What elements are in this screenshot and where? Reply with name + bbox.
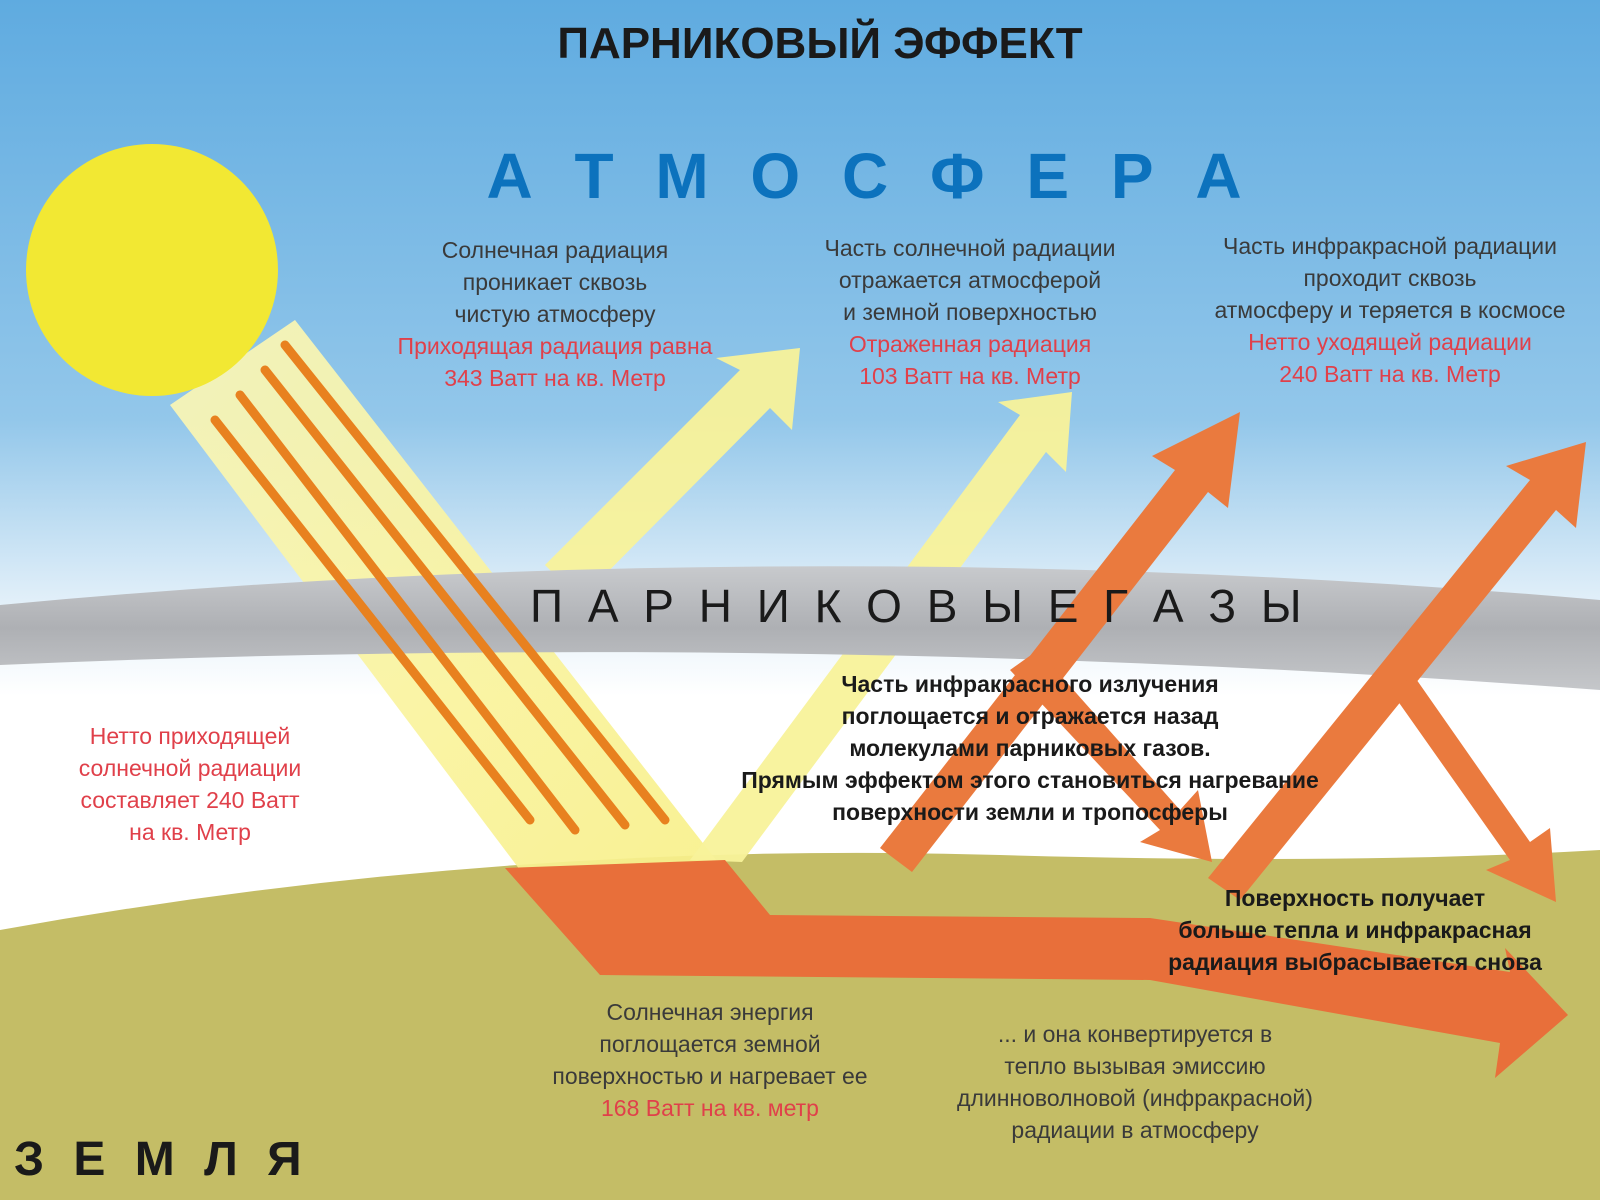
reflected-line-1: Часть солнечной радиации (824, 235, 1116, 261)
solar-ray (260, 365, 630, 830)
solar-ray (280, 340, 670, 825)
gases-line-1: Часть инфракрасного излучения (841, 671, 1219, 697)
gases-line-2: поглощается и отражается назад (841, 703, 1219, 729)
outgoing-line-1: Часть инфракрасной радиации (1223, 233, 1557, 259)
net-incoming-line-3: составляет 240 Ватт (80, 787, 300, 813)
absorbed-surface-line-2: поглощается земной (599, 1031, 821, 1057)
surface-heat-text: Поверхность получает больше тепла и инфр… (1130, 882, 1580, 978)
converted-line-2: тепло вызывая эмиссию (1004, 1053, 1266, 1079)
reflected-value-line-2: 103 Ватт на кв. Метр (859, 363, 1081, 389)
solar-rays (210, 340, 670, 835)
gases-line-3: молекулами парниковых газов. (849, 735, 1211, 761)
incoming-value-line-2: 343 Ватт на кв. Метр (444, 365, 666, 391)
earth-label: З Е М Л Я (14, 1133, 310, 1186)
absorbed-surface-line-3: поверхностью и нагревает ее (552, 1063, 868, 1089)
infrared-arrow-up-1 (880, 412, 1240, 872)
net-incoming-line-2: солнечной радиации (78, 755, 302, 781)
reflected-value-line-1: Отраженная радиация (848, 331, 1092, 357)
greenhouse-gases-label: П А Р Н И К О В Ы Е Г А З Ы (530, 580, 1308, 632)
infrared-arrow-up-2 (1208, 442, 1586, 900)
surface-heat-line-3: радиация выбрасывается снова (1168, 949, 1542, 975)
absorbed-surface-line-1: Солнечная энергия (606, 999, 814, 1025)
converted-text: ... и она конвертируется в тепло вызывая… (935, 1018, 1335, 1146)
sun-icon (26, 144, 278, 396)
reflected-radiation-text: Часть солнечной радиации отражается атмо… (760, 232, 1180, 392)
reflected-arrow-1 (545, 348, 800, 600)
page-title: ПАРНИКОВЫЙ ЭФФЕКТ (557, 19, 1083, 68)
outgoing-value-line-1: Нетто уходящей радиации (1248, 329, 1532, 355)
converted-line-3: длинноволновой (инфракрасной) (957, 1085, 1313, 1111)
solar-ray (210, 415, 535, 825)
incoming-value-line-1: Приходящая радиация равна (397, 333, 713, 359)
atmosphere-label: А Т М О С Ф Е Р А (486, 140, 1254, 212)
absorbed-surface-text: Солнечная энергия поглощается земной пов… (525, 996, 895, 1124)
incoming-line-1: Солнечная радиация (441, 237, 669, 263)
net-incoming-text: Нетто приходящей солнечной радиации сост… (30, 720, 350, 848)
outgoing-value-line-2: 240 Ватт на кв. Метр (1279, 361, 1501, 387)
outgoing-line-2: проходит сквозь (1303, 265, 1477, 291)
outgoing-radiation-text: Часть инфракрасной радиации проходит скв… (1180, 230, 1600, 390)
net-incoming-line-4: на кв. Метр (129, 819, 251, 845)
outgoing-line-3: атмосферу и теряется в космосе (1214, 297, 1566, 323)
infrared-arrows (880, 412, 1586, 902)
incoming-line-2: проникает сквозь (462, 269, 648, 295)
surface-heat-line-1: Поверхность получает (1224, 885, 1486, 911)
incoming-line-3: чистую атмосферу (454, 301, 656, 327)
gases-line-4: Прямым эффектом этого становиться нагрев… (741, 767, 1319, 793)
converted-line-4: радиации в атмосферу (1011, 1117, 1259, 1143)
absorbed-by-gases-text: Часть инфракрасного излучения поглощаетс… (690, 668, 1370, 828)
net-incoming-line-1: Нетто приходящей (89, 723, 291, 749)
solar-ray (235, 390, 580, 835)
gases-line-5: поверхности земли и тропосферы (832, 799, 1228, 825)
infrared-arrow-down-2 (1390, 676, 1556, 902)
surface-heat-line-2: больше тепла и инфракрасная (1178, 917, 1532, 943)
incoming-radiation-text: Солнечная радиация проникает сквозь чист… (355, 234, 755, 394)
reflected-line-2: отражается атмосферой (838, 267, 1102, 293)
absorbed-surface-value: 168 Ватт на кв. метр (601, 1095, 819, 1121)
infrared-arrow-down-1 (1010, 650, 1212, 862)
converted-line-1: ... и она конвертируется в (997, 1021, 1273, 1047)
surface-heat-flow (505, 860, 1568, 1078)
reflected-line-3: и земной поверхностью (843, 299, 1097, 325)
